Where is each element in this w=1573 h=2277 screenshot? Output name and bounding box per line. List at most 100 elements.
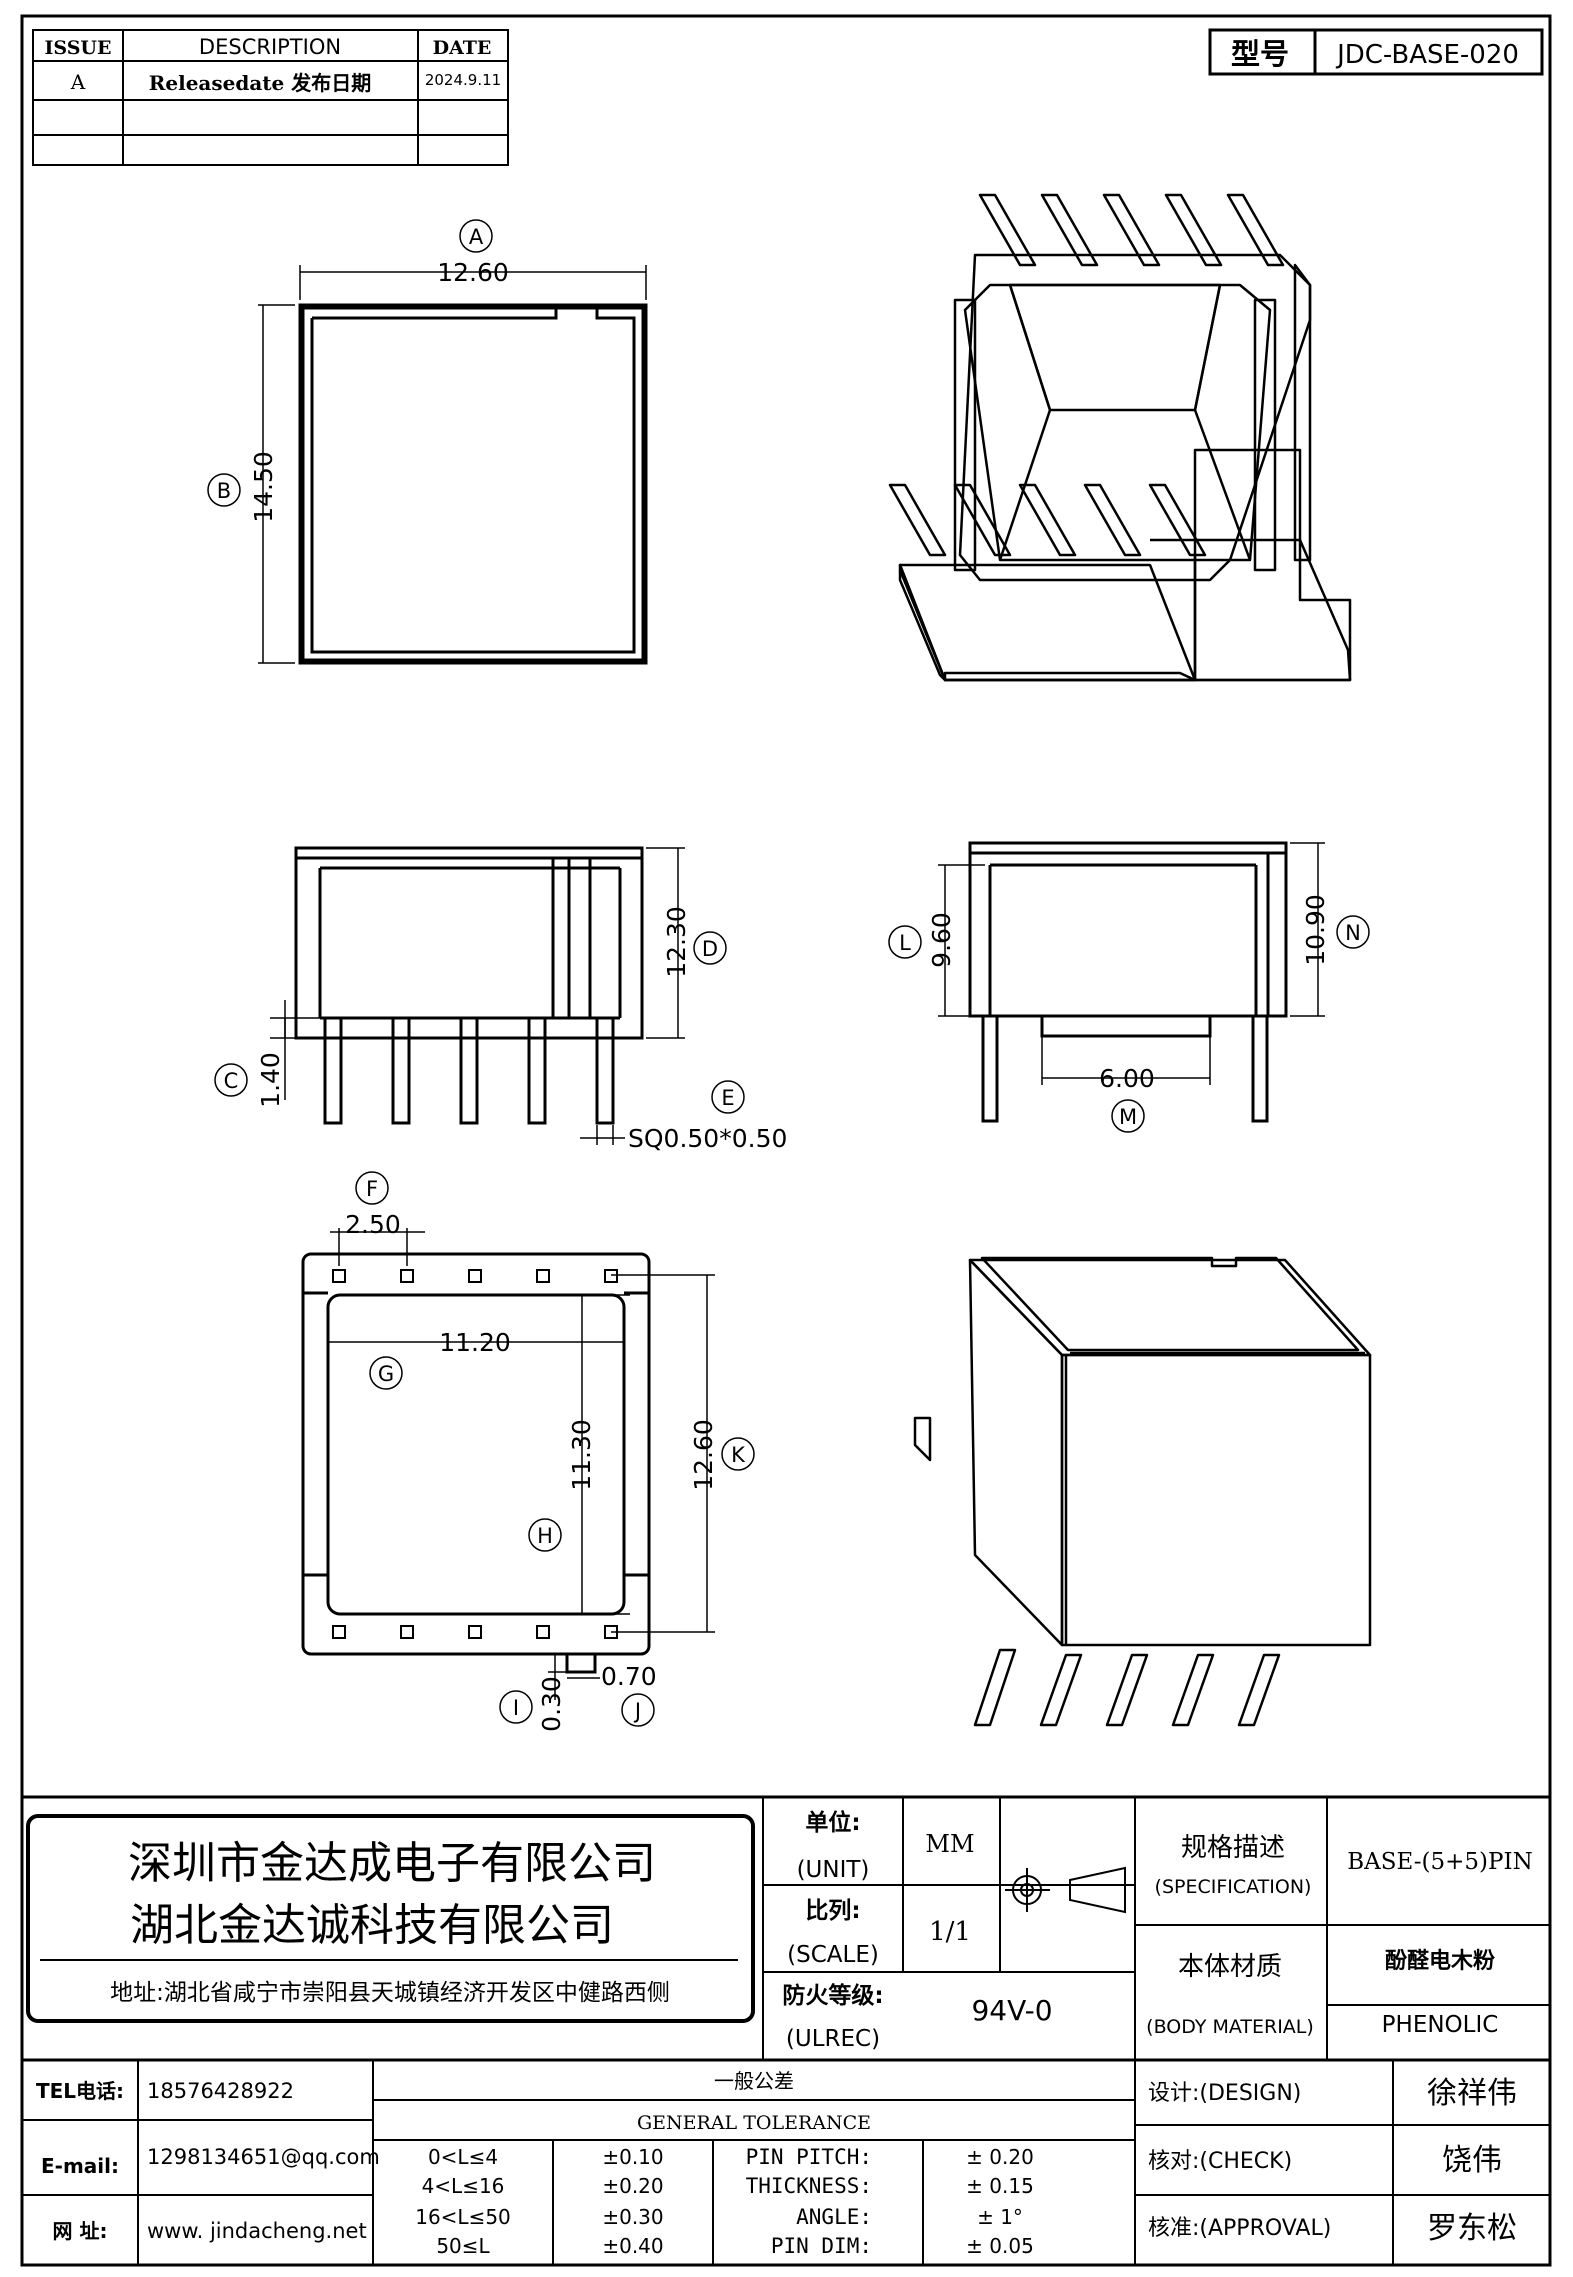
tag-f: F	[366, 1177, 378, 1201]
check-name: 饶伟	[1442, 2143, 1502, 2178]
dim-i-value: 0.30	[537, 1676, 566, 1732]
iso-view-top	[888, 193, 1352, 682]
tolerance-item-value: ± 0.20	[966, 2145, 1034, 2169]
material-value-cn: 酚醛电木粉	[1385, 1949, 1495, 1974]
tag-e-circle	[711, 1080, 745, 1114]
tolerance-title-cn: 一般公差	[714, 2069, 794, 2093]
fire-label-cn: 防火等级:	[782, 1982, 883, 2009]
tolerance-range: 4<L≤16	[422, 2174, 505, 2198]
tolerance-value: ±0.40	[602, 2234, 663, 2258]
bottom-view	[301, 1252, 651, 1674]
title-block-frame	[22, 1795, 1550, 2265]
tolerance-range: 16<L≤50	[415, 2205, 511, 2229]
revision-header-issue: ISSUE	[45, 37, 112, 59]
tag-j: J	[633, 1699, 641, 1723]
dim-c-value: 1.40	[256, 1052, 285, 1108]
tag-c: C	[224, 1069, 239, 1093]
dim-d-value: 12.30	[662, 906, 691, 978]
model-value: JDC-BASE-020	[1335, 40, 1519, 70]
scale-label-en: (SCALE)	[787, 1942, 879, 1968]
tag-g: G	[378, 1362, 394, 1386]
revision-table	[32, 29, 509, 166]
scale-label-cn: 比列:	[805, 1898, 860, 1924]
tolerance-table: 0<L≤4 ±0.10 PIN PITCH: ± 0.20 4<L≤16 ±0.…	[415, 2145, 1034, 2258]
side-view	[968, 841, 1288, 1123]
tag-d-circle	[693, 931, 727, 965]
top-view	[298, 303, 648, 665]
tolerance-item-value: ± 0.05	[966, 2234, 1034, 2258]
tag-h: H	[537, 1524, 553, 1548]
company-name-1: 深圳市金达成电子有限公司	[128, 1838, 656, 1889]
tolerance-item: THICKNESS:	[746, 2174, 872, 2198]
tolerance-value: ±0.20	[602, 2174, 663, 2198]
revision-row-issue: A	[70, 70, 86, 94]
material-label-en: (BODY MATERIAL)	[1146, 2016, 1314, 2038]
tel-label: TEL电话:	[36, 2079, 124, 2103]
web-label: 网 址:	[53, 2219, 108, 2243]
web-value: www. jindacheng.net	[147, 2219, 367, 2243]
dim-a-value: 12.60	[437, 258, 509, 287]
email-label: E-mail:	[41, 2154, 119, 2178]
design-label: 设计:(DESIGN)	[1148, 2081, 1301, 2106]
tolerance-title-en: GENERAL TOLERANCE	[637, 2112, 871, 2134]
tag-e: E	[721, 1086, 734, 1110]
revision-header-date: DATE	[433, 37, 492, 59]
tag-b-circle	[207, 473, 241, 507]
tag-i-circle	[499, 1690, 533, 1724]
company-name-2: 湖北金达诚科技有限公司	[130, 1900, 614, 1951]
model-box	[1208, 28, 1544, 76]
sheet-border	[20, 14, 1552, 2267]
tag-j-circle	[621, 1693, 655, 1727]
tag-g-circle	[369, 1356, 403, 1390]
dim-h-value: 11.30	[567, 1419, 596, 1491]
tolerance-item: ANGLE:	[796, 2205, 872, 2229]
approval-name: 罗东松	[1427, 2211, 1517, 2246]
email-value: 1298134651@qq.com	[147, 2145, 380, 2169]
pin-holes	[332, 1269, 618, 1639]
tolerance-item-value: ± 0.15	[966, 2174, 1034, 2198]
dim-m-value: 6.00	[1099, 1064, 1155, 1093]
revision-row-date: 2024.9.11	[425, 71, 501, 89]
tag-a-circle	[459, 219, 493, 253]
unit-label-en: (UNIT)	[797, 1857, 870, 1883]
design-name: 徐祥伟	[1427, 2076, 1517, 2111]
iso-view-bottom	[913, 1256, 1372, 1727]
approval-label: 核准:(APPROVAL)	[1148, 2216, 1331, 2241]
dim-j-value: 0.70	[601, 1662, 657, 1691]
tag-k: K	[731, 1443, 746, 1467]
tag-m-circle	[1111, 1099, 1145, 1133]
fire-value: 94V-0	[971, 1994, 1052, 2027]
revision-header-description: DESCRIPTION	[199, 35, 341, 59]
check-label: 核对:(CHECK)	[1148, 2149, 1292, 2174]
tag-n: N	[1345, 921, 1361, 945]
tag-b: B	[217, 479, 231, 503]
unit-value: MM	[925, 1830, 974, 1858]
scale-value: 1/1	[929, 1917, 971, 1947]
unit-label-cn: 单位:	[805, 1809, 860, 1836]
dimension-lines-top	[258, 265, 647, 664]
tag-c-circle	[214, 1063, 248, 1097]
tag-i: I	[513, 1696, 519, 1720]
tolerance-item: PIN PITCH:	[746, 2145, 872, 2169]
dim-e-value: SQ0.50*0.50	[628, 1124, 787, 1153]
tag-f-circle	[355, 1171, 389, 1205]
material-label-cn: 本体材质	[1178, 1952, 1282, 1982]
tag-a: A	[469, 225, 484, 249]
tolerance-value: ±0.30	[602, 2205, 663, 2229]
front-view	[294, 846, 644, 1125]
spec-value: BASE-(5+5)PIN	[1347, 1849, 1532, 1875]
company-address: 地址:湖北省咸宁市崇阳县天城镇经济开发区中健路西侧	[110, 1980, 670, 2006]
dim-k-value: 12.60	[689, 1419, 718, 1491]
tag-h-circle	[528, 1518, 562, 1552]
tag-m: M	[1119, 1105, 1137, 1129]
dim-l-value: 9.60	[927, 912, 956, 968]
tag-l: L	[899, 931, 911, 955]
material-value-en: PHENOLIC	[1382, 2012, 1499, 2038]
dimension-lines-bottom	[328, 1228, 715, 1700]
spec-label-en: (SPECIFICATION)	[1155, 1876, 1312, 1898]
tolerance-value: ±0.10	[602, 2145, 663, 2169]
tag-n-circle	[1336, 915, 1370, 949]
tag-k-circle	[721, 1437, 755, 1471]
dim-n-value: 10.90	[1301, 894, 1330, 966]
